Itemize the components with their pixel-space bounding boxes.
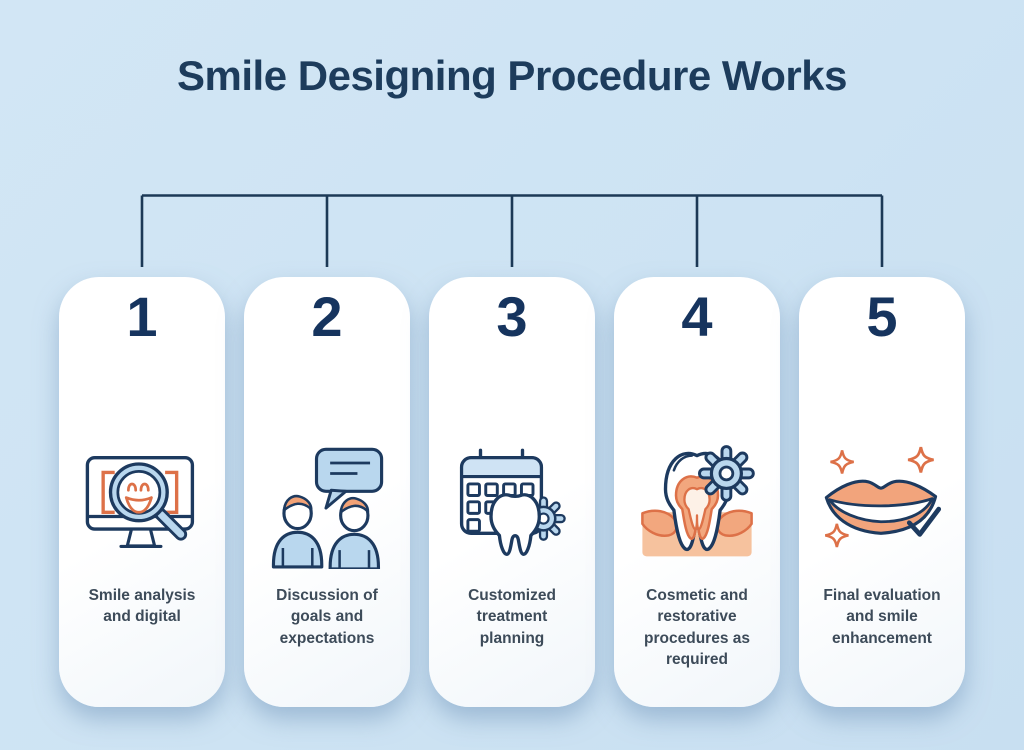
step-label: Discussion of goals and expectations — [276, 587, 378, 647]
step-card-1: 1 Smile analysis and digital — [59, 277, 225, 707]
step-number: 5 — [866, 285, 898, 348]
page-title: Smile Designing Procedure Works — [177, 52, 847, 99]
step-card-3: 3 Customized treatment — [429, 277, 595, 707]
step-label: Smile analysis and digital — [88, 587, 196, 626]
steps-row: 1 Smile analysis and digital 2 — [59, 277, 965, 707]
step-number: 2 — [311, 285, 343, 348]
step-label: Cosmetic and restorative procedures as r… — [644, 587, 750, 669]
step-card-2: 2 Discussion of goals and expectations — [244, 277, 410, 707]
treatment-planning-icon — [459, 448, 575, 556]
step-number: 1 — [126, 285, 158, 348]
step-label: Customized treatment planning — [468, 587, 556, 647]
step-number: 3 — [496, 285, 528, 348]
smile-analysis-icon — [85, 456, 195, 548]
step-card-4: 4 Cosmetic and restorative procedures as… — [614, 277, 780, 707]
discussion-icon — [271, 447, 384, 569]
step-number: 4 — [681, 285, 713, 348]
smile-enhancement-icon — [824, 445, 942, 549]
restorative-procedures-icon — [641, 443, 760, 557]
step-label: Final evaluation and smile enhancement — [823, 587, 941, 647]
step-card-5: 5 Final evaluation and smile enhancement — [799, 277, 965, 707]
